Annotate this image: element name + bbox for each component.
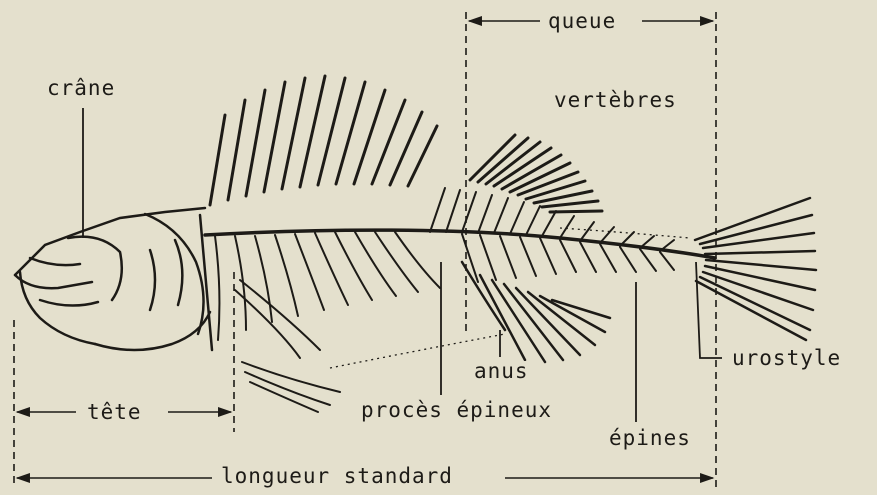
label-anus: anus [471, 361, 532, 382]
anal-fin [462, 262, 610, 362]
label-vertebrae: vertèbres [551, 90, 680, 111]
label-skull: crâne [44, 78, 118, 99]
label-head: tête [84, 402, 145, 423]
label-tail: queue [545, 11, 619, 32]
caudal-fin [695, 198, 816, 340]
fish-skeleton-illustration [15, 76, 816, 412]
label-standard-length: longueur standard [218, 466, 456, 487]
dorsal-spines [210, 76, 437, 205]
haemal-spines [462, 234, 674, 282]
label-spinous-process: procès épineux [358, 400, 555, 421]
label-urostyle: urostyle [729, 348, 844, 369]
pectoral-pelvic-fins [235, 280, 340, 412]
label-spines: épines [606, 428, 694, 449]
skull-bones [15, 208, 212, 350]
